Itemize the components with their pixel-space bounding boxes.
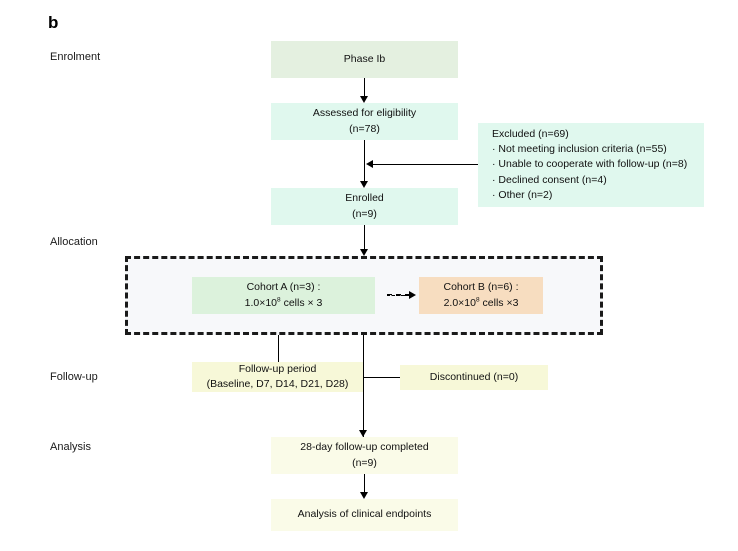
node-28day-completed-line1: 28-day follow-up completed — [300, 441, 429, 454]
node-assessed-for-eligibility: Assessed for eligibility (n=78) — [271, 103, 458, 140]
node-excluded-reason-2: · Unable to cooperate with follow-up (n=… — [492, 158, 688, 171]
node-cohort-a-dose-suffix: cells × 3 — [280, 296, 323, 309]
arrowhead-completed-to-analysis — [360, 492, 368, 499]
node-cohort-b-dose: 2.0×108 cells ×3 — [423, 296, 539, 311]
node-28day-completed-line2: (n=9) — [352, 456, 377, 469]
node-phase-ib-label: Phase Ib — [343, 52, 386, 65]
node-cohort-b-dose-suffix: cells ×3 — [479, 296, 519, 309]
arrowhead-cohort-a-to-b — [409, 291, 416, 299]
node-excluded-reason-3: · Declined consent (n=4) — [492, 173, 607, 186]
arrowhead-phase-to-assessed — [360, 96, 368, 103]
panel-label: b — [48, 13, 59, 32]
connector-assessed-to-enrolled — [364, 140, 366, 181]
stage-label-allocation: Allocation — [50, 236, 98, 248]
dashed-segment-1 — [387, 294, 411, 296]
arrowhead-assessed-to-enrolled — [360, 181, 368, 188]
node-cohort-b-dose-prefix: 2.0×10 — [443, 296, 476, 309]
arrowhead-excluded-to-main — [366, 160, 373, 168]
node-cohort-a-dose: 1.0×108 cells × 3 — [196, 296, 371, 311]
node-assessed-line2: (n=78) — [349, 122, 380, 135]
node-phase-ib: Phase Ib — [271, 41, 458, 78]
node-enrolled: Enrolled (n=9) — [271, 188, 458, 225]
node-analysis-endpoints: Analysis of clinical endpoints — [271, 499, 458, 531]
node-enrolled-line1: Enrolled — [345, 192, 384, 205]
node-cohort-a: Cohort A (n=3) : 1.0×108 cells × 3 — [192, 277, 375, 314]
arrowhead-followup-to-completed — [359, 430, 367, 437]
stage-label-enrolment: Enrolment — [50, 51, 101, 63]
connector-phase-to-assessed — [364, 78, 366, 96]
node-excluded-reason-4: · Other (n=2) — [492, 188, 553, 201]
node-28day-completed: 28-day follow-up completed (n=9) — [271, 437, 458, 474]
connector-excluded-to-main — [372, 164, 478, 166]
node-excluded: Excluded (n=69) · Not meeting inclusion … — [478, 123, 704, 207]
node-cohort-b-line1: Cohort B (n=6) : — [443, 281, 519, 294]
node-cohort-b: Cohort B (n=6) : 2.0×108 cells ×3 — [419, 277, 543, 314]
arrowhead-enrolled-to-allocation — [360, 249, 368, 256]
node-assessed-line1: Assessed for eligibility — [312, 107, 417, 120]
node-cohort-a-dose-prefix: 1.0×10 — [244, 296, 278, 309]
stage-label-followup: Follow-up — [50, 371, 98, 383]
followup-spine — [363, 335, 365, 437]
node-excluded-reason-1: · Not meeting inclusion criteria (n=55) — [492, 143, 667, 156]
stage-label-analysis: Analysis — [50, 441, 91, 453]
connector-cohort-a-to-b-seg2 — [387, 295, 410, 296]
node-discontinued: Discontinued (n=0) — [400, 365, 548, 390]
node-cohort-a-dose-exponent: 8 — [277, 296, 281, 303]
connector-allocation-to-followup — [278, 335, 280, 362]
connector-followup-to-discontinued — [363, 377, 400, 379]
connector-enrolled-to-allocation — [364, 225, 366, 249]
node-excluded-title: Excluded (n=69) — [492, 127, 569, 140]
node-cohort-a-line1: Cohort A (n=3) : — [246, 281, 321, 294]
node-enrolled-line2: (n=9) — [352, 207, 377, 220]
node-followup-period-line2: (Baseline, D7, D14, D21, D28) — [206, 378, 349, 390]
node-analysis-endpoints-label: Analysis of clinical endpoints — [297, 508, 432, 521]
node-cohort-b-dose-exponent: 8 — [475, 296, 480, 303]
node-followup-period-line1: Follow-up period — [238, 362, 317, 375]
connector-completed-to-analysis — [364, 474, 366, 492]
node-followup-period: Follow-up period (Baseline, D7, D14, D21… — [192, 362, 363, 392]
node-discontinued-label: Discontinued (n=0) — [429, 370, 519, 383]
